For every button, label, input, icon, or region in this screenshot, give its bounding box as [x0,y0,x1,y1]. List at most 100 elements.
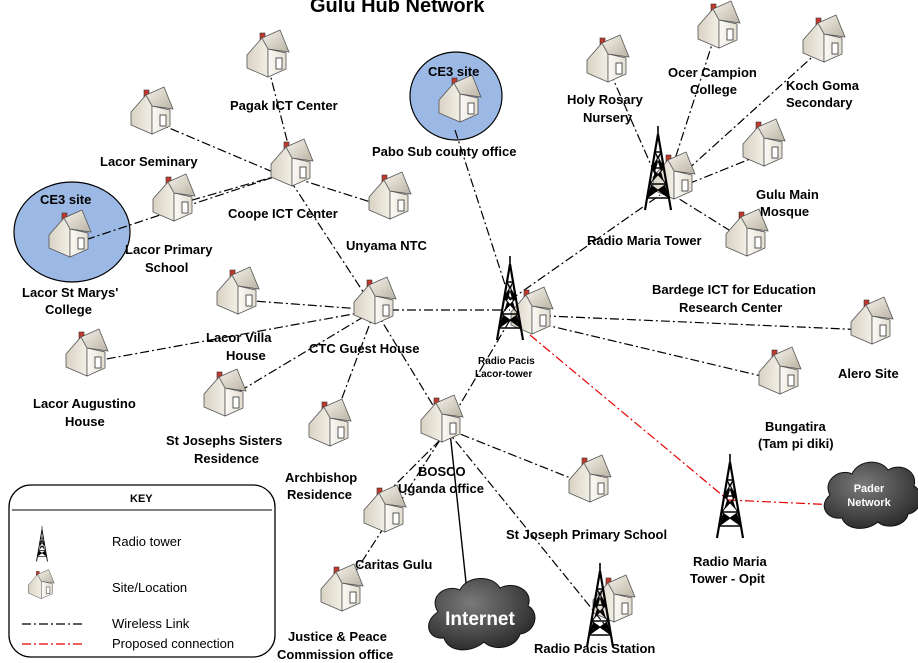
legend: KEY Radio tower Site/Location Wireless L… [8,484,276,658]
legend-radio-tower-label: Radio tower [112,534,182,549]
label-pabo: Pabo Sub county office [372,144,516,159]
cloud-internet: Internet [428,578,536,651]
house-icon-bungatira [758,346,802,395]
label-radio-maria-opit-2: Tower - Opit [690,571,766,586]
label-bardege-1: Bardege ICT for Education [652,282,816,297]
house-icon-coope [270,138,314,187]
house-icon-alero [850,296,894,345]
cloud-pader: Pader Network [823,461,918,529]
label-bungatira-1: Bungatira [765,419,826,434]
label-lacor-augustino-1: Lacor Augustino [33,396,136,411]
label-lacor-villa-2: House [226,348,266,363]
house-icon-st-josephs-sisters [203,368,247,417]
proposed-opit-pader [727,499,839,506]
label-archbishop-2: Residence [287,487,352,502]
label-holy-rosary-1: Holy Rosary [567,92,644,107]
link-ocer-maria [664,34,716,191]
link-bardege-maria [667,191,746,241]
label-bosco-2: Uganda office [398,481,484,496]
link-pagak-coope [267,65,291,153]
label-lacor-augustino-2: House [65,414,105,429]
label-lacor-st-marys-1: Lacor St Marys' [22,285,118,300]
legend-site-location-label: Site/Location [112,580,187,595]
label-caritas: Caritas Gulu [355,557,432,572]
label-lacor-primary-1: Lacor Primary [125,242,213,257]
house-icon-unyama [368,171,412,220]
link-pacis-bungatira [524,319,779,381]
label-ctc: CTC Guest House [309,341,420,356]
label-lacor-villa-1: Lacor Villa [206,330,272,345]
link-coope-unyama [294,177,381,206]
label-ocer-1: Ocer Campion [668,65,757,80]
label-koch-1: Koch Goma [786,78,860,93]
house-icon-st-joseph-primary [568,454,612,503]
label-radio-maria: Radio Maria Tower [587,233,702,248]
label-holy-rosary-2: Nursery [583,110,633,125]
proposed-pacis-opit [529,334,729,501]
link-bosco-pacisstation [444,427,606,626]
link-rosary-maria [609,71,663,191]
link-primary-coope [174,174,281,206]
label-lacor-st-marys-2: College [45,302,92,317]
label-ocer-2: College [690,82,737,97]
pader-label-2: Network [847,497,891,509]
house-icon-lacor-seminary [130,86,174,135]
label-radio-maria-opit-1: Radio Maria [693,554,767,569]
label-st-josephs-sisters-1: St Josephs Sisters [166,433,282,448]
label-unyama: Unyama NTC [346,238,428,253]
site-labels: Pagak ICT Center Lacor Seminary Coope IC… [22,65,899,662]
label-bosco-1: BOSCO [418,464,466,479]
label-lacor-seminary: Lacor Seminary [100,154,198,169]
label-radio-pacis-2: Lacor-tower [475,369,532,380]
label-gulu-mosque-2: Mosque [760,204,809,219]
house-icon-ctc [353,276,397,325]
label-bardege-2: Research Center [679,300,782,315]
house-icon-ocer [697,0,741,49]
house-icon-koch [802,14,846,63]
label-koch-2: Secondary [786,95,853,110]
house-icon-lacor-villa [216,266,260,315]
label-alero: Alero Site [838,366,899,381]
radio-tower-icon-opit [715,452,745,540]
link-pacis-alero [524,314,869,331]
tower-labels: Radio Maria Tower Radio Pacis Lacor-towe… [475,233,767,656]
ce3-label-lacor: CE3 site [40,192,91,207]
label-st-josephs-sisters-2: Residence [194,451,259,466]
house-icon-gulu-mosque [742,118,786,167]
link-bosco-stjoseph [444,427,589,486]
link-pabo-pacis [454,129,511,301]
link-seminary-coope [154,121,281,176]
link-ctc-bosco [374,309,446,426]
ce3-label-pabo: CE3 site [428,64,479,79]
label-archbishop-1: Archbishop [285,470,357,485]
link-pacis-maria [509,194,661,301]
house-icon-holy-rosary [586,34,630,83]
label-st-joseph-primary: St Joseph Primary School [506,527,667,542]
house-icon-bosco [420,394,464,443]
proposed-links [529,334,839,506]
link-sisters-ctc [224,309,376,401]
legend-heading: KEY [130,493,153,505]
pader-label-1: Pader [854,483,885,495]
house-icon-archbishop [308,398,352,447]
label-bungatira-2: (Tam pi diki) [758,436,834,451]
legend-proposed-label: Proposed connection [112,636,234,651]
diagram-title: Gulu Hub Network [310,0,485,17]
house-icon-lacor-augustino [65,328,109,377]
house-icon-pagak [246,29,290,78]
internet-label: Internet [445,609,515,630]
radio-tower-icon-pacis [495,254,525,342]
link-villa-ctc [239,299,376,311]
label-justice-1: Justice & Peace [288,629,387,644]
label-pagak: Pagak ICT Center [230,98,338,113]
legend-wireless-label: Wireless Link [112,616,190,631]
label-lacor-primary-2: School [145,260,188,275]
link-coope-ctc [289,179,376,311]
label-gulu-mosque-1: Gulu Main [756,187,819,202]
label-radio-pacis-station: Radio Pacis Station [534,641,655,656]
link-augustino-ctc [89,309,376,363]
label-justice-2: Commission office [277,647,393,662]
label-radio-pacis-1: Radio Pacis [478,356,535,367]
house-icon-lacor-primary [152,173,196,222]
